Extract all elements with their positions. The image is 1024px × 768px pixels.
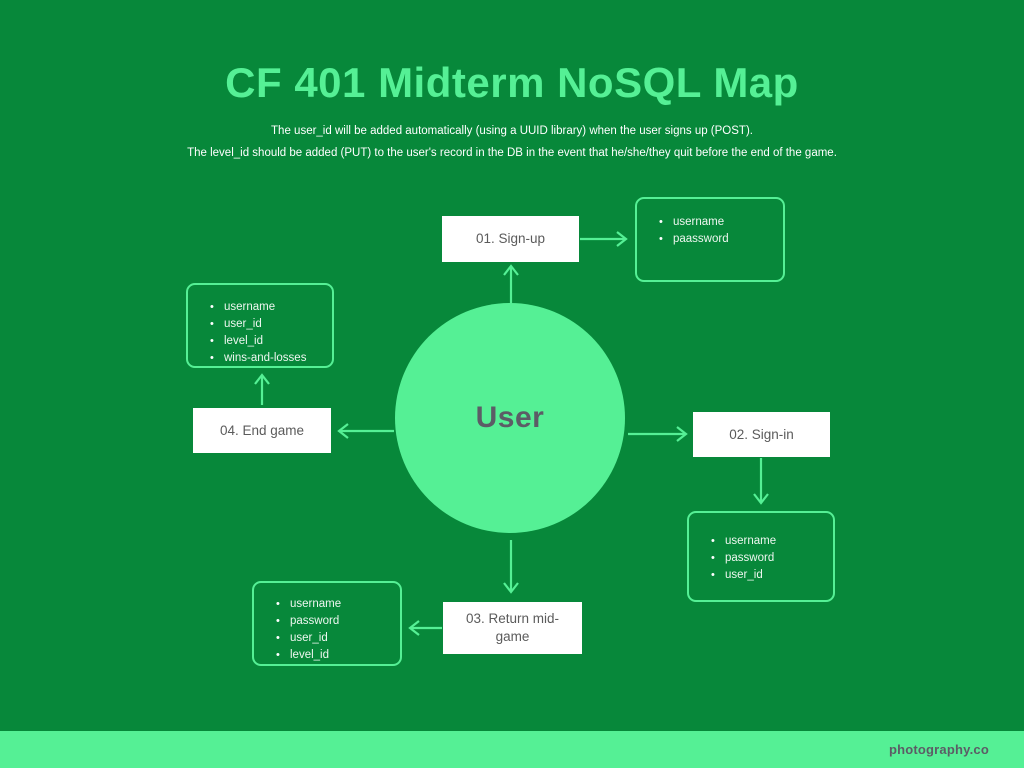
field-item: user_id	[276, 630, 386, 647]
field-item: password	[711, 550, 819, 567]
field-item: user_id	[711, 567, 819, 584]
field-item: wins-and-losses	[210, 350, 318, 367]
step-label-midgame: 03. Return mid-game	[465, 611, 560, 644]
field-box-endgame: usernameuser_idlevel_idwins-and-losses	[186, 283, 334, 368]
step-box-signup[interactable]: 01. Sign-up	[442, 216, 579, 262]
subtitle-line-2: The level_id should be added (PUT) to th…	[187, 147, 837, 159]
field-item: user_id	[210, 316, 318, 333]
step-label-signup: 01. Sign-up	[475, 231, 546, 246]
field-item: username	[711, 533, 819, 550]
field-list-signin: usernamepassworduser_id	[703, 533, 819, 584]
footer-brand: photography.co	[888, 742, 989, 757]
field-item: username	[276, 596, 386, 613]
step-box-signin[interactable]: 02. Sign-in	[693, 412, 830, 457]
field-list-midgame: usernamepassworduser_idlevel_id	[268, 596, 386, 664]
field-list-endgame: usernameuser_idlevel_idwins-and-losses	[202, 299, 318, 367]
field-item: password	[276, 613, 386, 630]
subtitle-line-1: The user_id will be added automatically …	[271, 125, 753, 137]
step-label-signin: 02. Sign-in	[729, 426, 794, 442]
step-label-endgame: 04. End game	[219, 422, 305, 438]
step-box-endgame[interactable]: 04. End game	[193, 408, 331, 453]
page-title: CF 401 Midterm NoSQL Map	[225, 59, 799, 106]
step-box-midgame[interactable]: 03. Return mid-game	[443, 602, 582, 654]
field-box-midgame: usernamepassworduser_idlevel_id	[252, 581, 402, 666]
field-box-signup: usernamepaassword	[635, 197, 785, 282]
footer-band	[0, 731, 1024, 768]
field-item: level_id	[210, 333, 318, 350]
field-box-signin: usernamepassworduser_id	[687, 511, 835, 602]
user-entity-circle[interactable]: User	[395, 303, 625, 533]
field-item: level_id	[276, 647, 386, 664]
field-item: username	[659, 214, 769, 231]
field-list-signup: usernamepaassword	[651, 214, 769, 248]
field-item: paassword	[659, 231, 769, 248]
user-entity-label: User	[475, 401, 545, 434]
field-item: username	[210, 299, 318, 316]
